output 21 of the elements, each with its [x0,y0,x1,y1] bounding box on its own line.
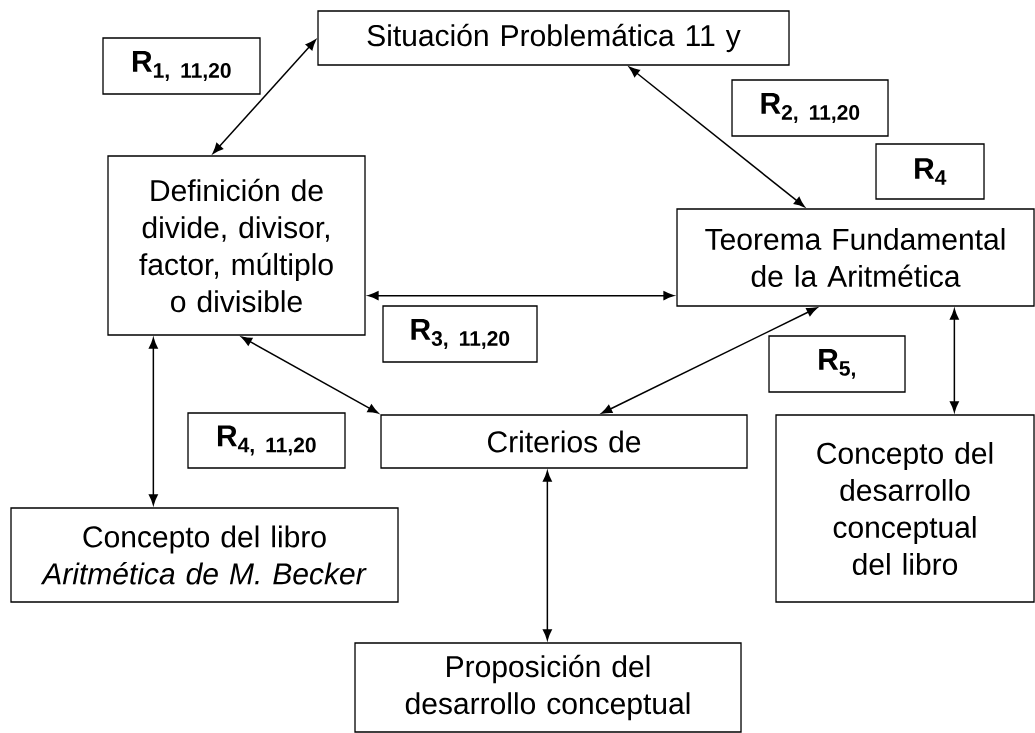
concept-box: Concepto del desarrollo conceptual del libro [775,414,1035,603]
concept-box: Criterios de [380,414,748,469]
relation-label-box: R$_{4, 11,20}$ [187,412,346,469]
arrow [542,470,552,641]
concept-box: Teorema Fundamental de la Aritmética [676,208,1035,307]
concept-box: Proposición del desarrollo conceptual [354,642,742,733]
relation-label-box: R$_{1, 11,20}$ [102,37,261,95]
concept-box: Situación Problemática 11 y [317,10,790,66]
arrow [367,291,675,301]
concept-box: Definición de divide, divisor, factor, múltiplo o divisible [107,155,366,336]
relation-label-box: R$_{5,}$ [768,335,906,393]
arrow [148,337,158,506]
arrow [212,39,317,154]
relation-label-box: R$_{3, 11,20}$ [382,305,538,363]
relation-label-box: R$_{4}$ [875,143,985,200]
arrow [628,66,805,208]
arrow [241,336,379,414]
relation-label-box: R$_{2, 11,20}$ [731,79,889,137]
arrow [949,308,959,413]
arrow [601,307,818,414]
concept-box: Concepto del libro Aritmética de M. Becker [10,507,399,603]
